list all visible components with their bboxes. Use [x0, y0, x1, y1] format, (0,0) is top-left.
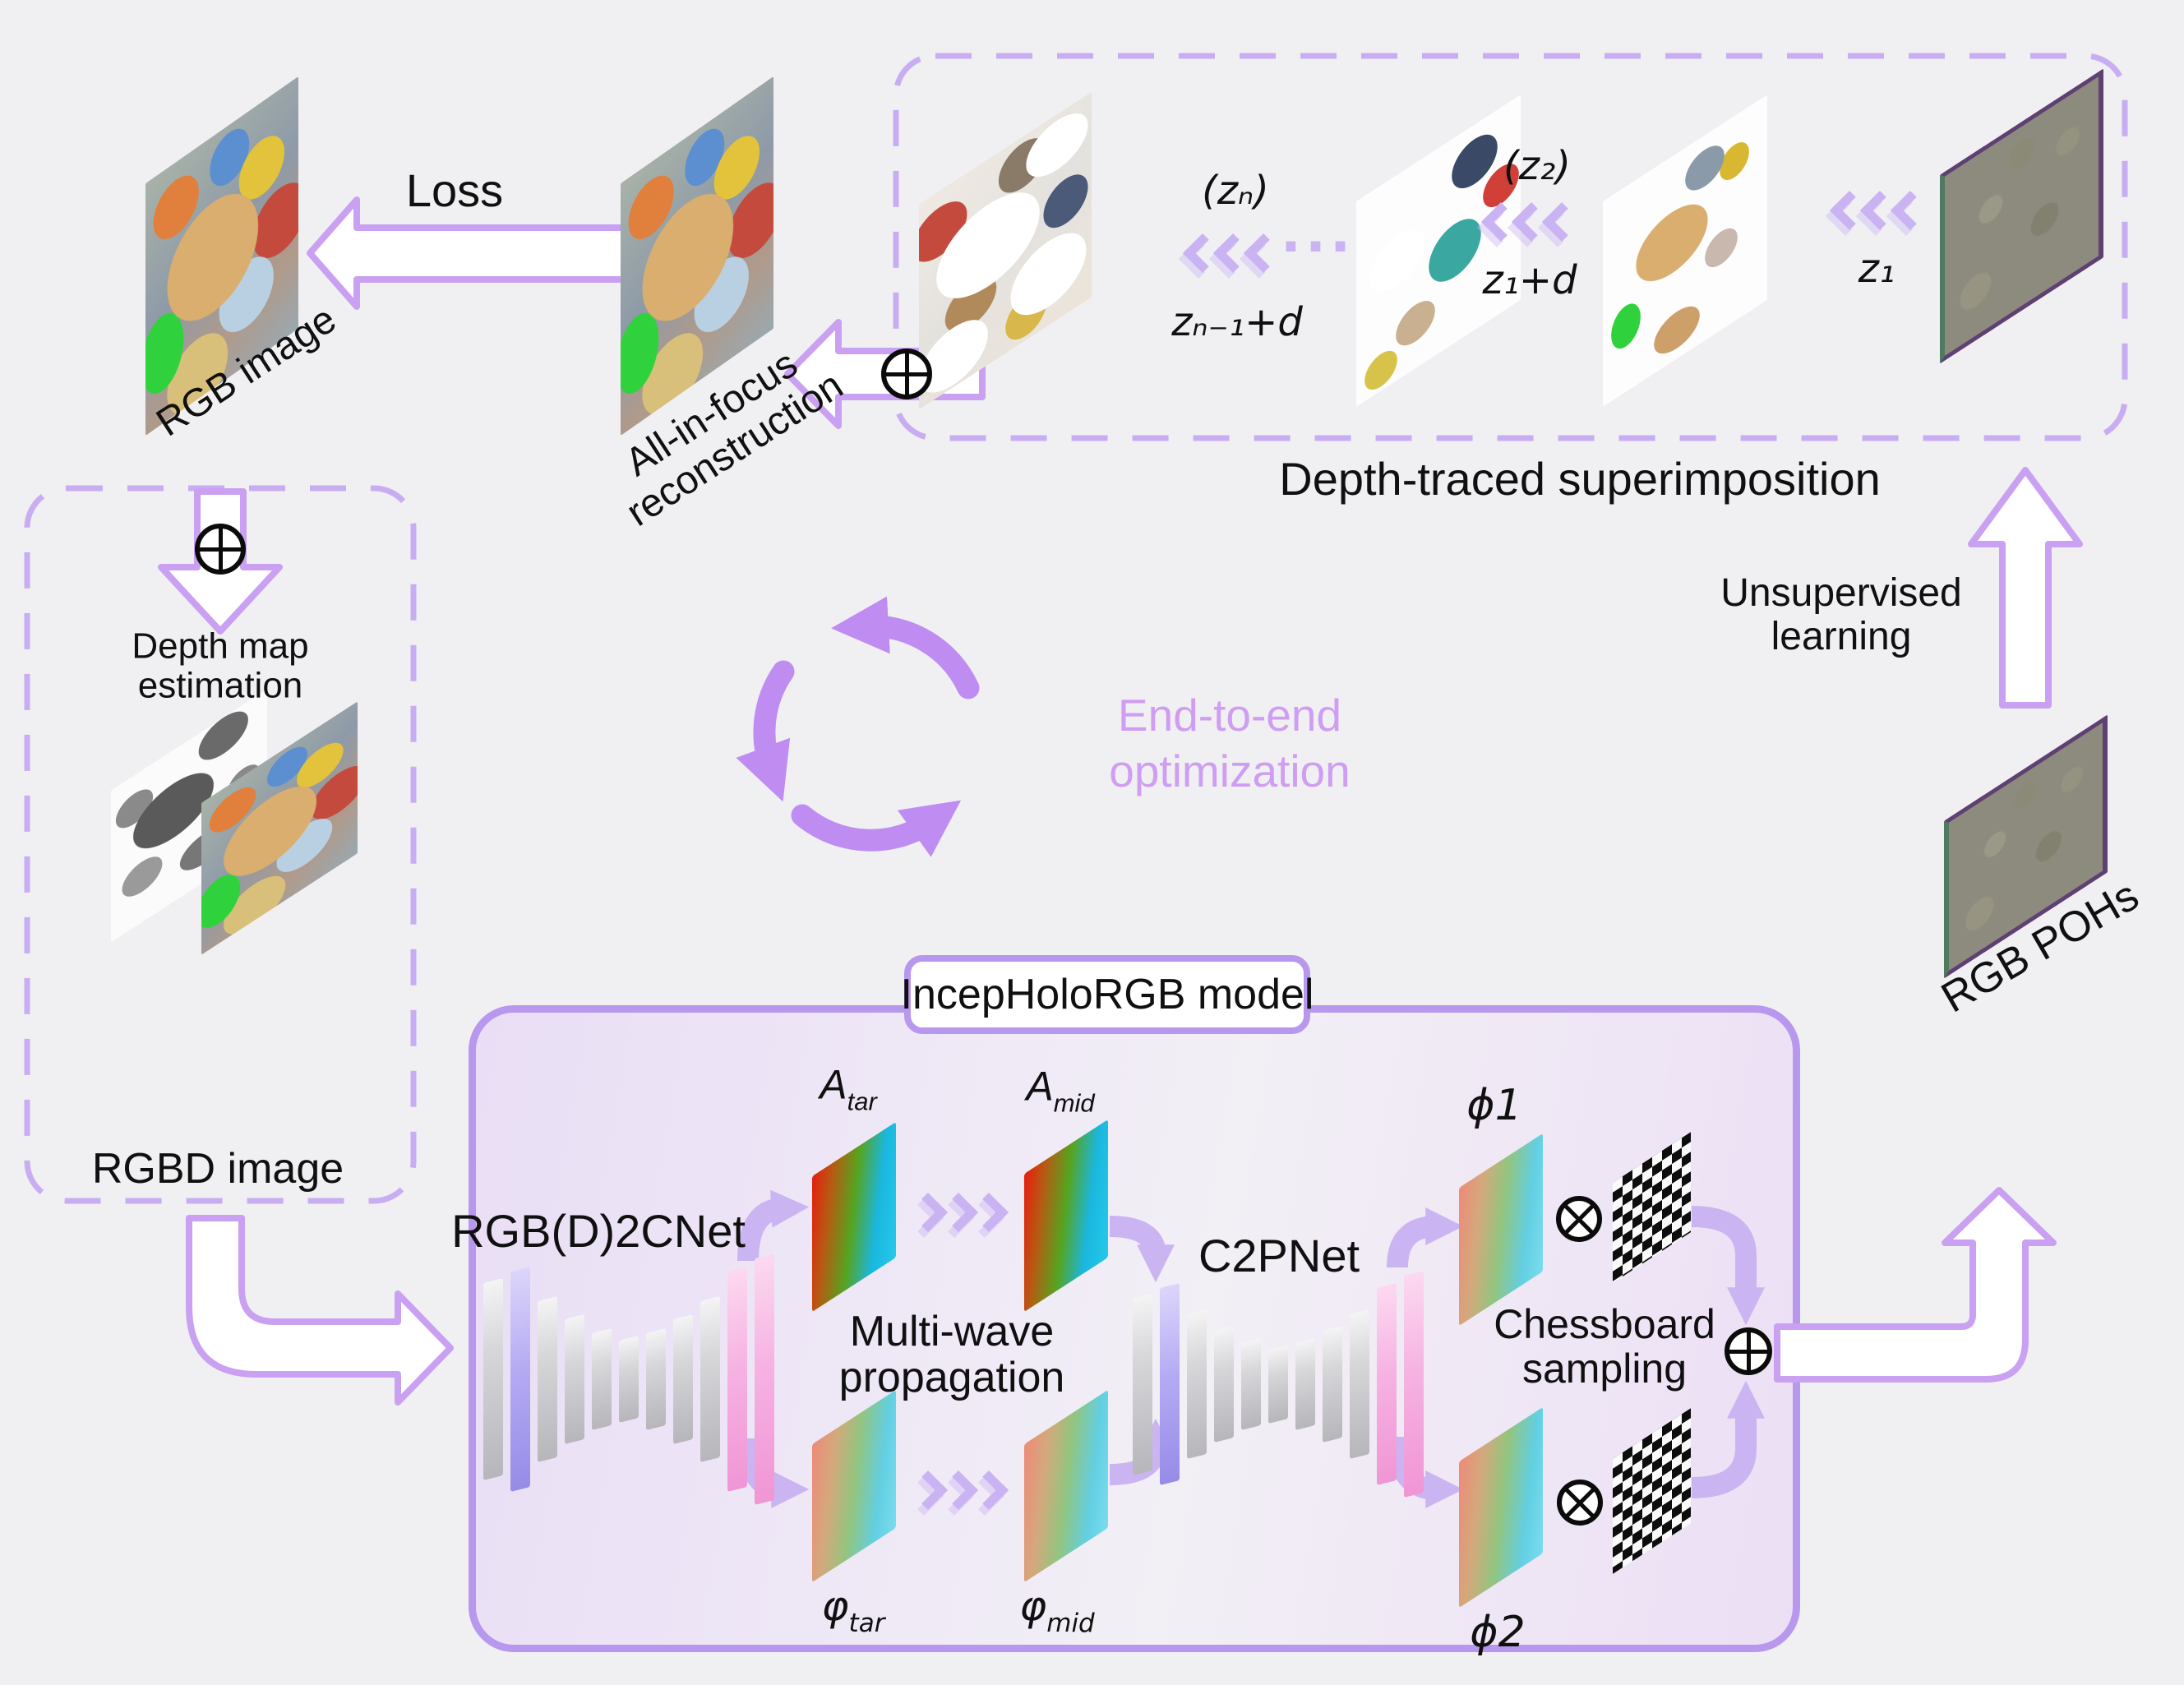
phi-tar-label: φtar [821, 1581, 885, 1638]
z1-label: z₁ [1858, 246, 1895, 293]
cnn-layer [1323, 1326, 1342, 1443]
phi-mid-label: φmid [1019, 1581, 1095, 1638]
superimposition-dashed-box [893, 53, 2128, 441]
superimposition-caption: Depth-traced superimposition [1279, 452, 1881, 505]
end-to-end-cycle-icon [736, 596, 980, 857]
phi2-label: ϕ2 [1470, 1607, 1526, 1657]
chessboard-sampling-label: Chessboard sampling [1494, 1301, 1715, 1392]
cnn-layer [1404, 1271, 1424, 1498]
amid-to-c2pnet-arrow [1109, 1216, 1175, 1283]
rgbd-to-model-arrow [186, 1215, 454, 1406]
cnn-layer [1241, 1338, 1261, 1430]
model-to-pohs-arrow [1774, 1187, 2057, 1383]
model-title-box: IncepHoloRGB model [901, 955, 1314, 1034]
encoder-to-atar-arrow [737, 1189, 810, 1262]
phi1-label: ϕ1 [1466, 1080, 1522, 1130]
chessboard2-to-sum-arrow [1691, 1380, 1765, 1498]
cnn-layer [510, 1267, 530, 1492]
chessboard1-to-sum-arrow [1691, 1206, 1765, 1326]
c2pnet-stack [1133, 1271, 1424, 1498]
oplus-icon [881, 349, 932, 399]
zn-1-plus-d-label: zₙ₋₁+d [1171, 299, 1303, 346]
cnn-layer [1214, 1326, 1234, 1443]
cnn-layer [565, 1314, 584, 1444]
cnn-layer [1133, 1293, 1152, 1475]
oplus-icon [1725, 1327, 1772, 1375]
model-title: IncepHoloRGB model [900, 970, 1314, 1018]
cnn-layer [673, 1314, 693, 1444]
cnn-layer [1295, 1338, 1315, 1430]
propagation-chevrons-right [907, 1470, 1009, 1511]
cnn-layer [538, 1296, 557, 1462]
cnn-layer [1268, 1345, 1288, 1424]
rgbd2cnet-label: RGB(D)2CNet [451, 1204, 746, 1257]
cnn-layer [727, 1267, 747, 1492]
rgbd-image-label: RGBD image [91, 1144, 344, 1193]
depth-map-estimation-label: Depth map estimation [132, 626, 309, 705]
propagation-chevrons-left [1829, 190, 1931, 231]
loss-label: Loss [405, 164, 504, 216]
oplus-icon [195, 524, 246, 575]
c2pnet-to-phi1-arrow [1387, 1207, 1464, 1268]
rgbd2cnet-stack [483, 1253, 787, 1505]
cnn-layer [646, 1328, 666, 1430]
a-mid-label: Amid [1026, 1063, 1095, 1118]
cnn-layer [755, 1253, 774, 1505]
z2-label: (z₂) [1503, 143, 1571, 190]
cnn-layer [1187, 1309, 1207, 1459]
ellipsis-dots: ··· [1280, 215, 1355, 279]
zn-label: (zₙ) [1202, 168, 1269, 215]
end-to-end-label: End-to-end optimization [1109, 689, 1351, 796]
loss-arrow [307, 196, 632, 310]
cnn-layer [700, 1296, 720, 1462]
a-tar-label: Atar [820, 1061, 877, 1116]
unsupervised-learning-label: Unsupervised learning [1720, 571, 1962, 658]
multi-wave-propagation-label: Multi-wave propagation [838, 1307, 1065, 1401]
propagation-chevrons-left [1480, 201, 1582, 242]
cnn-layer [483, 1278, 503, 1480]
propagation-chevrons-left [1182, 233, 1284, 274]
propagation-chevrons-right [907, 1192, 1009, 1233]
c2pnet-label: C2PNet [1198, 1229, 1360, 1281]
cnn-layer [1377, 1283, 1397, 1485]
z1-plus-d-label: z₁+d [1482, 257, 1577, 304]
cnn-layer [1350, 1309, 1369, 1459]
unsupervised-learning-arrow [1968, 467, 2083, 709]
cnn-layer [1160, 1283, 1180, 1485]
cnn-layer [592, 1328, 612, 1430]
cnn-layer [619, 1336, 639, 1423]
